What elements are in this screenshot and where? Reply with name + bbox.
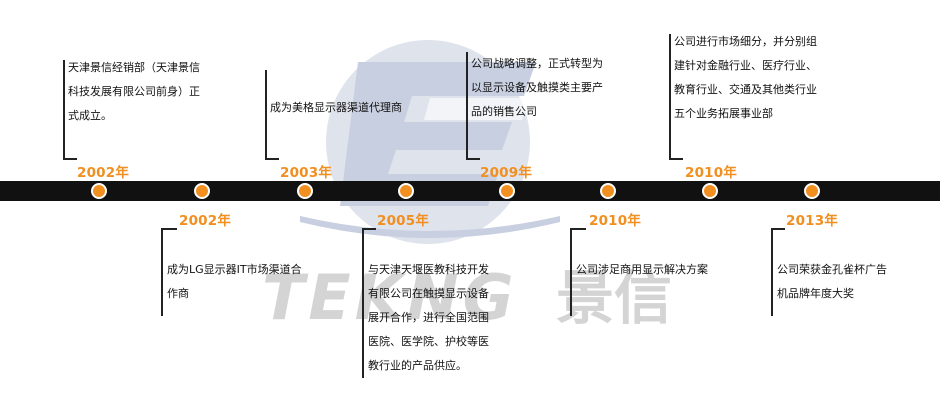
connector-line	[570, 228, 572, 316]
connector-line	[771, 228, 785, 230]
connector-line	[63, 158, 77, 160]
connector-line	[362, 228, 376, 230]
timeline-bar	[0, 181, 940, 201]
event-description: 公司涉足商用显示解决方案	[576, 263, 708, 276]
connector-line	[265, 70, 267, 160]
event-description: 公司荣获金孔雀杯广告机品牌年度大奖	[777, 263, 887, 300]
timeline-dot	[91, 183, 107, 199]
event-year: 2013年	[786, 213, 839, 229]
timeline-dot	[398, 183, 414, 199]
connector-line	[771, 228, 773, 316]
connector-line	[63, 60, 65, 160]
connector-line	[161, 228, 177, 230]
connector-line	[570, 228, 586, 230]
event-year: 2002年	[179, 213, 232, 229]
event-year: 2003年	[280, 165, 333, 181]
connector-line	[466, 158, 480, 160]
connector-line	[669, 158, 683, 160]
timeline-dot	[297, 183, 313, 199]
event-year: 2005年	[377, 213, 430, 229]
timeline-dot	[804, 183, 820, 199]
connector-line	[161, 228, 163, 316]
event-description: 公司进行市场细分，并分别组建针对金融行业、医疗行业、教育行业、交通及其他类行业五…	[674, 35, 817, 120]
timeline-dot	[702, 183, 718, 199]
event-year: 2010年	[589, 213, 642, 229]
event-year: 2010年	[685, 165, 738, 181]
timeline-dot	[194, 183, 210, 199]
connector-line	[362, 228, 364, 378]
logo-text: TEKNG	[262, 261, 518, 334]
event-description: 成为美格显示器渠道代理商	[270, 101, 402, 114]
event-description: 公司战略调整，正式转型为以显示设备及触摸类主要产品的销售公司	[471, 57, 603, 118]
connector-line	[669, 34, 671, 160]
timeline-dot	[499, 183, 515, 199]
logo-chinese-text: 景信	[556, 264, 673, 332]
event-description: 成为LG显示器IT市场渠道合作商	[167, 263, 302, 300]
event-year: 2002年	[77, 165, 130, 181]
event-description: 与天津天堰医教科技开发有限公司在触摸显示设备展开合作，进行全国范围医院、医学院、…	[368, 263, 489, 372]
timeline-dot	[600, 183, 616, 199]
connector-line	[466, 52, 468, 160]
event-description: 天津景信经销部（天津景信科技发展有限公司前身）正式成立。	[68, 61, 200, 122]
event-year: 2009年	[480, 165, 533, 181]
connector-line	[265, 158, 279, 160]
